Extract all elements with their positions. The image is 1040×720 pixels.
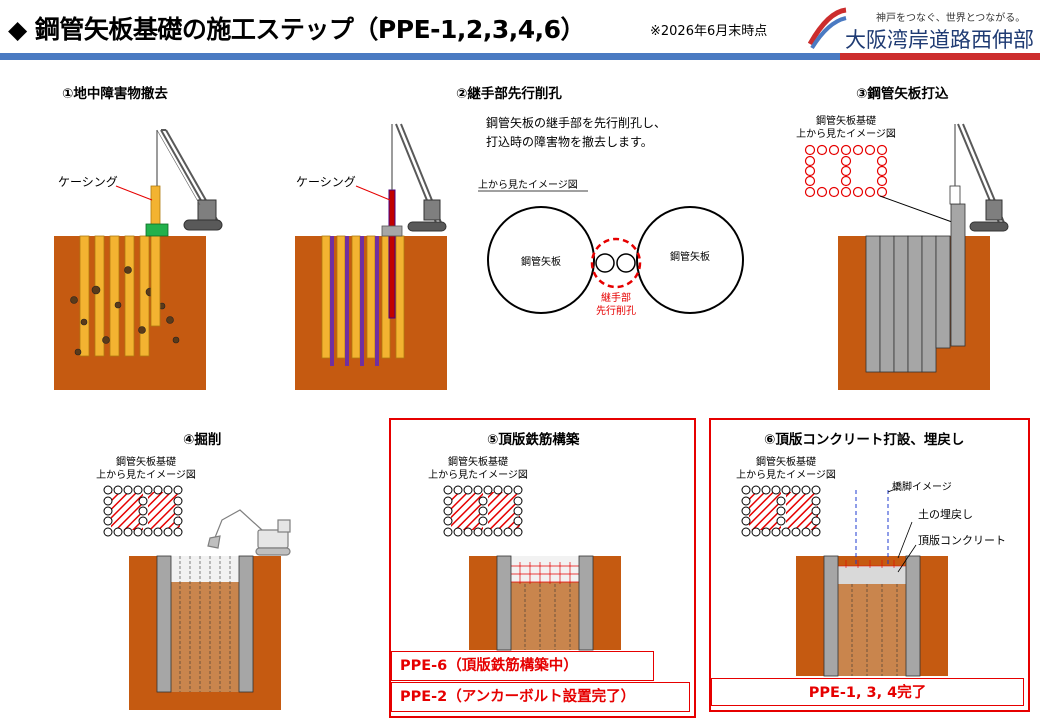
page-title: ◆ 鋼管矢板基礎の施工ステップ（PPE-1,2,3,4,6） <box>8 15 586 44</box>
step5-plan-line2: 上から見たイメージ図 <box>428 469 528 481</box>
step6-frame <box>709 418 1030 712</box>
crane-icon <box>391 123 447 232</box>
step1-casing <box>150 185 161 327</box>
step2-pipe-right-label: 鋼管矢板 <box>670 250 710 263</box>
step2-pipe-left <box>487 206 595 314</box>
step3-diagram: 鋼管矢板基礎 上から見たイメージ図 <box>796 114 1009 390</box>
step4-diagram: 鋼管矢板基礎 上から見たイメージ図 <box>96 455 291 710</box>
org-logo <box>807 4 848 56</box>
step3-plan-line1: 鋼管矢板基礎 <box>816 114 876 127</box>
step4-plan-line2: 上から見たイメージ図 <box>96 469 196 481</box>
step1-diagram: ケーシング <box>54 129 223 390</box>
crane-icon <box>954 123 1009 232</box>
step5-plan-line1: 鋼管矢板基礎 <box>448 455 508 468</box>
step5-label: ⑤頂版鉄筋構築 <box>487 432 580 448</box>
step1-obstacles <box>70 266 180 356</box>
step2-pipe-right <box>636 206 744 314</box>
step4-plan-line1: 鋼管矢板基礎 <box>116 455 176 468</box>
wave-logo-icon <box>807 7 847 50</box>
step2-label: ②継手部先行削孔 <box>456 86 562 102</box>
header-rule <box>0 53 1040 60</box>
step1-machine <box>145 223 169 237</box>
step6-plan-ring <box>741 485 821 537</box>
step6-plan-line1: 鋼管矢板基礎 <box>756 455 816 468</box>
step2-topview: 鋼管矢板の継手部を先行削孔し、 打込時の障害物を撤去します。 上から見たイメージ… <box>478 115 744 317</box>
step4-label: ④掘削 <box>183 432 222 448</box>
step5-diagram: 鋼管矢板基礎 上から見たイメージ図 <box>428 455 621 651</box>
step2-joint-label1: 継手部 <box>601 291 631 304</box>
date-note: ※2026年6月末時点 <box>650 24 768 39</box>
step3-piles <box>865 235 951 373</box>
step6-backfill-label: 土の埋戻し <box>918 508 973 521</box>
status-ppe2: PPE-2（アンカーボルト設置完了） <box>391 682 690 712</box>
step5-frame <box>389 418 696 718</box>
step2-joint-label2: 先行削孔 <box>596 304 636 317</box>
excavator-icon <box>207 509 291 556</box>
step3-driven-pile <box>950 203 966 347</box>
org-tagline: 神戸をつなぐ、世界とつながる。 <box>876 13 1026 24</box>
step2-desc-line1: 鋼管矢板の継手部を先行削孔し、 <box>486 115 666 130</box>
step1-pipes <box>79 235 150 357</box>
header-rule-accent <box>840 53 1040 60</box>
step2-casing-label: ケーシング <box>296 175 356 189</box>
step2-pipe-left-label: 鋼管矢板 <box>521 255 561 268</box>
status-ppe6: PPE-6（頂版鉄筋構築中） <box>391 651 654 681</box>
step2-casing <box>388 189 396 319</box>
step2-view-title: 上から見たイメージ図 <box>478 179 578 191</box>
step2-pipes <box>321 235 405 366</box>
step6-plan-line2: 上から見たイメージ図 <box>736 469 836 481</box>
step3-label: ③鋼管矢板打込 <box>856 86 949 102</box>
step6-slab-label: 頂版コンクリート <box>918 533 1006 547</box>
step2-desc-line2: 打込時の障害物を撤去します。 <box>486 134 653 149</box>
step5-rebar <box>511 562 579 584</box>
step6-diagram: 鋼管矢板基礎 上から見たイメージ図 橋脚イメージ 土の埋 <box>736 455 1006 677</box>
step1-label: ①地中障害物撤去 <box>62 86 168 102</box>
step3-plan-line2: 上から見たイメージ図 <box>796 128 896 140</box>
step6-pier-label: 橋脚イメージ <box>892 480 952 493</box>
status-ppe134: PPE-1, 3, 4完了 <box>711 678 1024 706</box>
step1-casing-label: ケーシング <box>58 175 118 189</box>
step3-plan-ring <box>804 144 888 198</box>
step5-plan-ring <box>443 485 523 537</box>
step2-section: ケーシング <box>295 123 447 390</box>
org-name: 大阪湾岸道路西伸部 <box>845 28 1034 52</box>
step6-slab <box>838 566 906 584</box>
step4-inner-piles <box>179 556 231 692</box>
step2-joint-circle <box>590 237 642 289</box>
step6-label: ⑥頂版コンクリート打設、埋戻し <box>764 432 965 448</box>
crane-icon <box>156 129 223 231</box>
step4-plan-ring <box>103 485 183 537</box>
